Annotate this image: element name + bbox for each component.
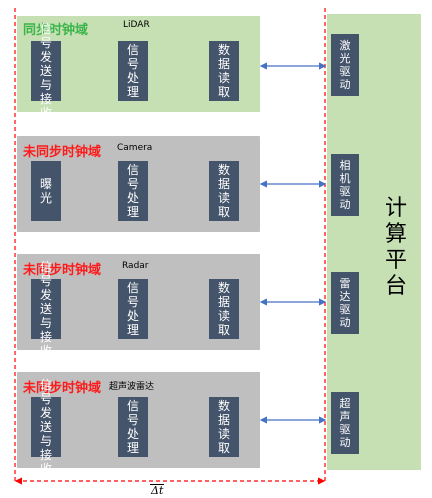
sensor-name: Radar — [122, 261, 149, 271]
lidar-driver-box: 激光驱动 — [331, 34, 359, 96]
sensor-name: LiDAR — [123, 20, 150, 30]
signal-processing-box: 信号处理 — [118, 161, 148, 221]
domain-title: 未同步时钟域 — [23, 263, 102, 278]
signal-processing-box: 信号处理 — [118, 279, 148, 339]
radar-driver-box: 雷达驱动 — [331, 272, 359, 334]
radar-domain-panel: 未同步时钟域 Radar 信号发送与接收 信号处理 数据读取 — [17, 254, 260, 358]
domain-title: 同步时钟域 — [23, 23, 89, 38]
signal-processing-box: 信号处理 — [118, 397, 148, 457]
data-readout-box: 数据读取 — [209, 41, 239, 101]
data-readout-box: 数据读取 — [209, 161, 239, 221]
signal-tx-rx-box: 信号发送与接收 — [31, 22, 61, 120]
camera-domain-panel: 未同步时钟域 Camera 曝光 信号处理 数据读取 — [17, 136, 260, 232]
data-readout-box: 数据读取 — [209, 279, 239, 339]
sensor-name: Camera — [117, 143, 153, 153]
platform-title: 计算平台 — [384, 196, 407, 299]
data-readout-box: 数据读取 — [209, 397, 239, 457]
camera-driver-box: 相机驱动 — [331, 154, 359, 216]
domain-title: 未同步时钟域 — [23, 145, 102, 160]
signal-tx-rx-box: 信号发送与接收 — [31, 378, 61, 476]
compute-platform-panel: 计算平台 激光驱动 相机驱动 雷达驱动 超声驱动 — [327, 14, 421, 470]
signal-tx-rx-box: 信号发送与接收 — [31, 260, 61, 358]
time-axis-label: Δt — [150, 484, 165, 497]
domain-title: 未同步时钟域 — [23, 381, 102, 396]
exposure-box: 曝光 — [31, 161, 61, 221]
lidar-domain-panel: 同步时钟域 LiDAR 信号发送与接收 信号处理 数据读取 — [17, 16, 260, 120]
ultrasonic-driver-box: 超声驱动 — [331, 392, 359, 454]
signal-processing-box: 信号处理 — [118, 41, 148, 101]
sensor-name: 超声波雷达 — [109, 382, 155, 392]
ultrasonic-domain-panel: 未同步时钟域 超声波雷达 信号发送与接收 信号处理 数据读取 — [17, 372, 260, 476]
